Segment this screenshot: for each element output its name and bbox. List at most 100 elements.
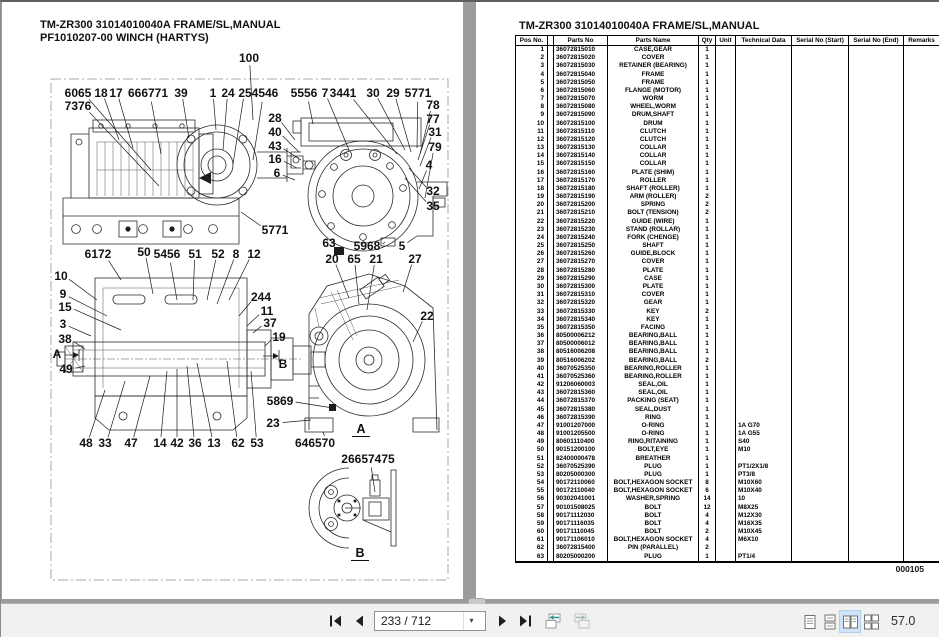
page-number-dropdown-icon[interactable]: ▾ — [463, 612, 479, 630]
cell-unit — [715, 54, 736, 63]
two-page-view-button[interactable] — [839, 610, 861, 633]
cell-parts-no: 80516006208 — [553, 348, 608, 357]
callout-leader — [322, 431, 325, 437]
cell-remarks — [903, 78, 939, 87]
drawing-frame — [50, 78, 449, 581]
cell-technical-data — [735, 364, 792, 373]
cell-qty: 1 — [698, 413, 716, 422]
cell-serial-start — [791, 397, 849, 406]
cell-remarks — [903, 364, 939, 373]
cell-parts-name: BOLT — [607, 519, 699, 529]
cell-serial-start — [791, 454, 849, 463]
callout-leader — [417, 124, 430, 161]
cell-serial-end — [848, 511, 904, 520]
continuous-view-button[interactable] — [820, 611, 840, 632]
cell-technical-data — [735, 168, 792, 177]
cell-unit — [715, 160, 736, 169]
callout-label: 65 — [347, 252, 361, 266]
cell-remarks — [903, 54, 939, 63]
cell-remarks — [903, 225, 939, 234]
cell-pos-no: 56 — [515, 495, 548, 504]
cell-remarks — [903, 103, 939, 112]
cell-pos-no: 10 — [515, 119, 548, 128]
cell-parts-no: 36072815150 — [553, 160, 608, 169]
cell-qty: 1 — [698, 430, 716, 439]
cell-technical-data — [735, 45, 792, 55]
next-view-button[interactable] — [571, 612, 591, 630]
cell-qty: 1 — [698, 323, 716, 333]
callout-leader — [232, 98, 244, 165]
cell-serial-start — [791, 184, 849, 194]
cross-section-view-drawing — [56, 277, 326, 431]
cell-serial-start — [791, 381, 849, 390]
callout-leader — [377, 98, 406, 151]
cell-pos-no: 7 — [515, 95, 548, 104]
cell-unit — [715, 217, 736, 226]
cell-parts-name: FORK (CHENGE) — [607, 233, 699, 243]
cell-parts-no: 36072815090 — [553, 111, 608, 120]
cell-unit — [715, 78, 736, 87]
cell-technical-data — [735, 250, 792, 259]
cell-serial-start — [791, 86, 849, 96]
cell-pos-no: 6 — [515, 86, 548, 96]
header-unit: Unit — [715, 35, 736, 46]
cell-technical-data: M10 — [735, 446, 792, 455]
last-page-button[interactable] — [516, 612, 536, 630]
previous-view-button[interactable] — [543, 612, 563, 630]
callout-label: 38 — [58, 332, 72, 346]
cell-unit — [715, 152, 736, 161]
callout-label: 29 — [386, 86, 400, 100]
continuous-view-icon — [824, 614, 836, 629]
cell-technical-data — [735, 176, 792, 185]
callout-label: 32 — [426, 184, 440, 198]
cell-serial-end — [848, 152, 904, 161]
previous-page-button[interactable] — [349, 612, 369, 630]
cell-remarks — [903, 95, 939, 104]
cell-remarks — [903, 119, 939, 128]
cell-technical-data — [735, 397, 792, 406]
callout-leader — [104, 98, 120, 141]
two-page-continuous-view-button[interactable] — [861, 611, 881, 632]
cell-parts-name: PLATE — [607, 282, 699, 292]
cell-serial-end — [848, 413, 904, 422]
cell-technical-data — [735, 86, 792, 96]
callout-label: 13 — [207, 436, 221, 450]
cell-pos-no: 12 — [515, 135, 548, 145]
header-serial-end: Serial No (End) — [848, 35, 904, 46]
cell-remarks — [903, 421, 939, 431]
callout-label: 244 — [251, 290, 271, 304]
page-number-input[interactable] — [375, 614, 463, 628]
cell-parts-no: 36072815260 — [553, 250, 608, 259]
cell-unit — [715, 103, 736, 112]
cell-technical-data — [735, 54, 792, 63]
cell-serial-start — [791, 233, 849, 243]
cell-unit — [715, 111, 736, 120]
single-page-view-button[interactable] — [800, 611, 820, 632]
cell-serial-start — [791, 332, 849, 341]
callout-leader — [213, 98, 217, 131]
next-page-button[interactable] — [493, 612, 513, 630]
cell-serial-start — [791, 135, 849, 145]
callout-label: B — [279, 357, 288, 371]
left-page: TM-ZR300 31014010040A FRAME/SL,MANUAL PF… — [2, 2, 463, 599]
cell-technical-data: M16X35 — [735, 519, 792, 529]
cell-parts-no: 36072815210 — [553, 209, 608, 218]
callout-label: 25 — [238, 86, 252, 100]
cell-parts-no: 36072815310 — [553, 291, 608, 300]
toolbar-collapse-handle[interactable] — [468, 598, 486, 604]
callout-label: 17 — [109, 86, 123, 100]
cell-technical-data — [735, 282, 792, 292]
cell-serial-start — [791, 536, 849, 545]
cell-parts-name: WASHER,SPRING — [607, 495, 699, 504]
cell-pos-no: 31 — [515, 291, 548, 300]
cell-serial-end — [848, 340, 904, 349]
cell-parts-no: 36072815290 — [553, 274, 608, 283]
cell-serial-start — [791, 201, 849, 210]
first-page-button[interactable] — [325, 612, 345, 630]
callout-label: 23 — [266, 416, 280, 430]
